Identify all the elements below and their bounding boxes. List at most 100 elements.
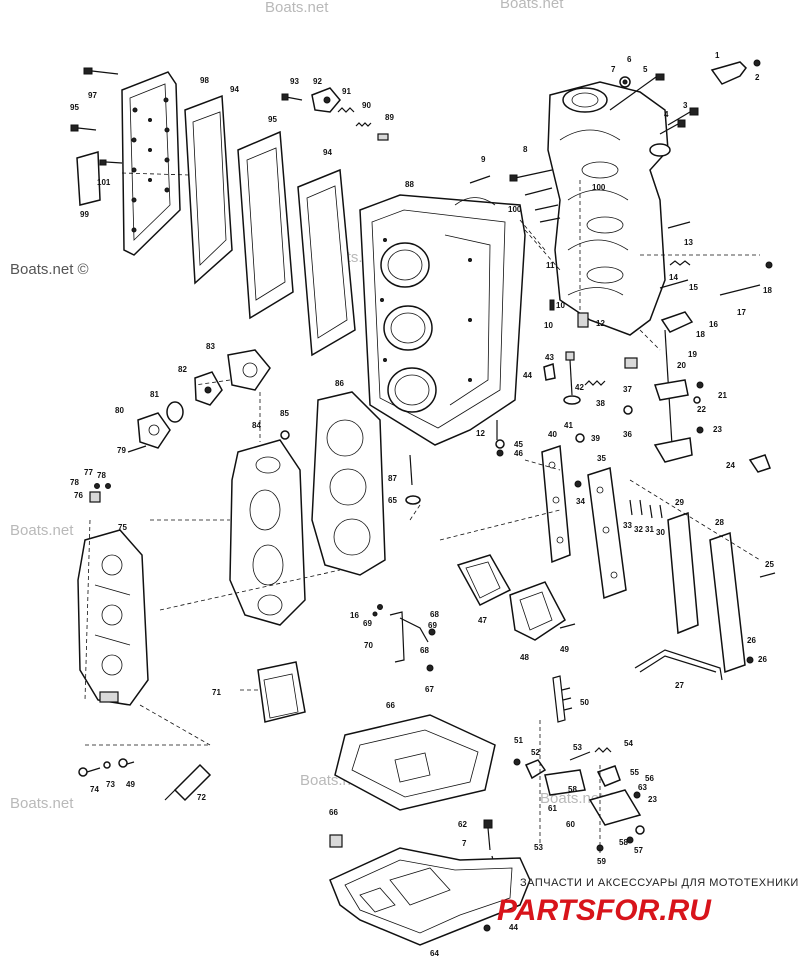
callout-99: 99 — [80, 210, 89, 219]
screw-101 — [99, 159, 123, 166]
watermark-top: Boats.net — [265, 0, 329, 16]
crankcase — [547, 81, 671, 336]
exhaust-inner-plate — [237, 130, 294, 320]
temp-sensor-72 — [164, 763, 212, 802]
callout-16: 16 — [709, 320, 718, 329]
plug-66 — [329, 834, 343, 848]
lever-55 — [596, 765, 621, 787]
check-valves-30-33 — [629, 499, 663, 519]
callout-39: 39 — [591, 434, 600, 443]
callout-54: 54 — [624, 739, 633, 748]
screw-79 — [127, 445, 147, 453]
callout-73: 73 — [106, 780, 115, 789]
seal-81 — [166, 401, 184, 423]
watermark-left-middle: Boats.net © — [10, 261, 89, 278]
callout-56: 56 — [645, 774, 654, 783]
callout-100b: 100 — [592, 183, 606, 192]
callout-41: 41 — [564, 421, 573, 430]
callout-67: 67 — [425, 685, 434, 694]
clip-69 — [372, 604, 383, 617]
callout-32: 32 — [634, 525, 643, 534]
head-gasket-86 — [311, 391, 386, 576]
callout-46: 46 — [514, 449, 523, 458]
callout-89: 89 — [385, 113, 394, 122]
callout-7: 7 — [611, 65, 616, 74]
reed-plate-47 — [456, 554, 512, 606]
callout-40: 40 — [548, 430, 557, 439]
callout-13: 13 — [684, 238, 693, 247]
callout-45: 45 — [514, 440, 523, 449]
callout-23b: 23 — [648, 795, 657, 804]
throttle-cam-17 — [660, 311, 694, 333]
stud-9 — [469, 175, 491, 184]
callout-82: 82 — [178, 365, 187, 374]
bracket-24 — [748, 454, 771, 473]
callout-18: 18 — [763, 286, 772, 295]
callout-66: 66 — [386, 701, 395, 710]
callout-31: 31 — [645, 525, 654, 534]
callout-20: 20 — [677, 361, 686, 370]
callout-55: 55 — [630, 768, 639, 777]
bolt-5 — [609, 73, 665, 111]
washer-45 — [495, 439, 505, 449]
callout-88: 88 — [405, 180, 414, 189]
callout-66b: 66 — [329, 808, 338, 817]
callout-27: 27 — [675, 681, 684, 690]
watermark-left-lower: Boats.net — [10, 522, 74, 539]
screw-49 — [559, 623, 576, 629]
bypass-gasket-28 — [709, 531, 746, 674]
nut-46 — [496, 449, 504, 457]
callout-30: 30 — [656, 528, 665, 537]
callout-15: 15 — [689, 283, 698, 292]
callout-43: 43 — [545, 353, 554, 362]
callout-79: 79 — [117, 446, 126, 455]
bolt-4 — [659, 119, 686, 135]
bypass-cover-40 — [541, 444, 571, 564]
lever-61 — [544, 769, 586, 796]
callout-95: 95 — [70, 103, 79, 112]
callout-17: 17 — [737, 308, 746, 317]
callout-44b: 44 — [509, 923, 518, 932]
callout-69: 69 — [363, 619, 372, 628]
callout-59: 59 — [597, 857, 606, 866]
callout-92: 92 — [313, 77, 322, 86]
plug-76 — [89, 491, 101, 503]
callout-47: 47 — [478, 616, 487, 625]
callout-7b: 7 — [462, 839, 467, 848]
callout-29: 29 — [675, 498, 684, 507]
callout-26b: 26 — [758, 655, 767, 664]
callout-83: 83 — [206, 342, 215, 351]
callout-36: 36 — [623, 430, 632, 439]
bolt-97 — [83, 67, 119, 75]
callout-42: 42 — [575, 383, 584, 392]
thermostat-housing-92 — [311, 87, 341, 113]
callout-63: 63 — [638, 783, 647, 792]
callout-81: 81 — [150, 390, 159, 399]
callout-78b: 78 — [70, 478, 79, 487]
bolt-8 — [509, 169, 553, 182]
callout-93: 93 — [290, 77, 299, 86]
callout-5: 5 — [643, 65, 648, 74]
callout-58: 58 — [568, 785, 577, 794]
intake-manifold-48 — [509, 581, 566, 641]
callout-49b: 49 — [126, 780, 135, 789]
bolt-18 — [719, 261, 773, 296]
callout-87: 87 — [388, 474, 397, 483]
callout-95b: 95 — [268, 115, 277, 124]
callout-8: 8 — [523, 145, 528, 154]
callout-97: 97 — [88, 91, 97, 100]
nut-43 — [565, 351, 575, 361]
callout-18b: 18 — [696, 330, 705, 339]
fitting-51 — [513, 758, 521, 766]
decal-box-71 — [257, 661, 306, 723]
washer-65 — [405, 495, 421, 505]
brand-logo: PARTSFOR.RU — [497, 894, 712, 927]
callout-28: 28 — [715, 518, 724, 527]
callout-84: 84 — [252, 421, 261, 430]
stud-87 — [409, 454, 413, 486]
callout-65: 65 — [388, 496, 397, 505]
bracket-50 — [552, 675, 573, 723]
callout-69b: 69 — [428, 621, 437, 630]
callout-51: 51 — [514, 736, 523, 745]
exhaust-gasket-2 — [297, 168, 356, 357]
